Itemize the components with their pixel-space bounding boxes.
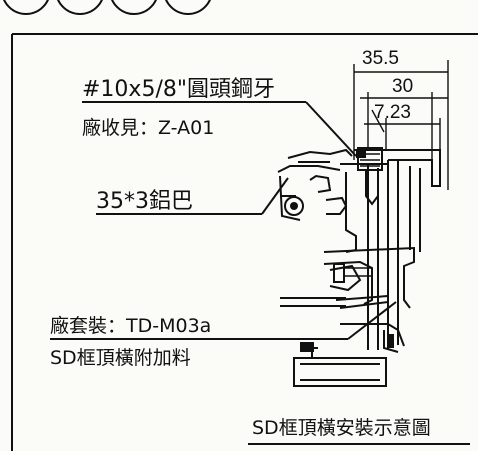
diagram-caption: SD框頂橫安裝示意圖: [252, 417, 431, 439]
drawing-frame: [11, 33, 478, 451]
leader-lines: [50, 101, 397, 340]
screw-supplier-label: 廠收見：Z-A01: [82, 116, 214, 139]
rivet-spec-label: 35*3鋁巴: [96, 189, 193, 214]
anchor-bolt-icon: [333, 263, 394, 348]
top-circles: [3, 0, 211, 15]
dimension-35-5: 35.5: [362, 48, 399, 69]
dimension-7-23: 7.23: [374, 102, 411, 123]
profile-name-label: SD框頂橫附加料: [50, 347, 191, 369]
screw-spec-label: #10x5/8"圓頭鋼牙: [82, 77, 275, 102]
assembly-code-label: 廠套裝：TD-M03a: [50, 314, 211, 337]
frame-profile: [277, 147, 441, 387]
dimension-30: 30: [392, 76, 413, 97]
screw-icon: [300, 150, 366, 352]
rivet-icon: [284, 196, 304, 216]
